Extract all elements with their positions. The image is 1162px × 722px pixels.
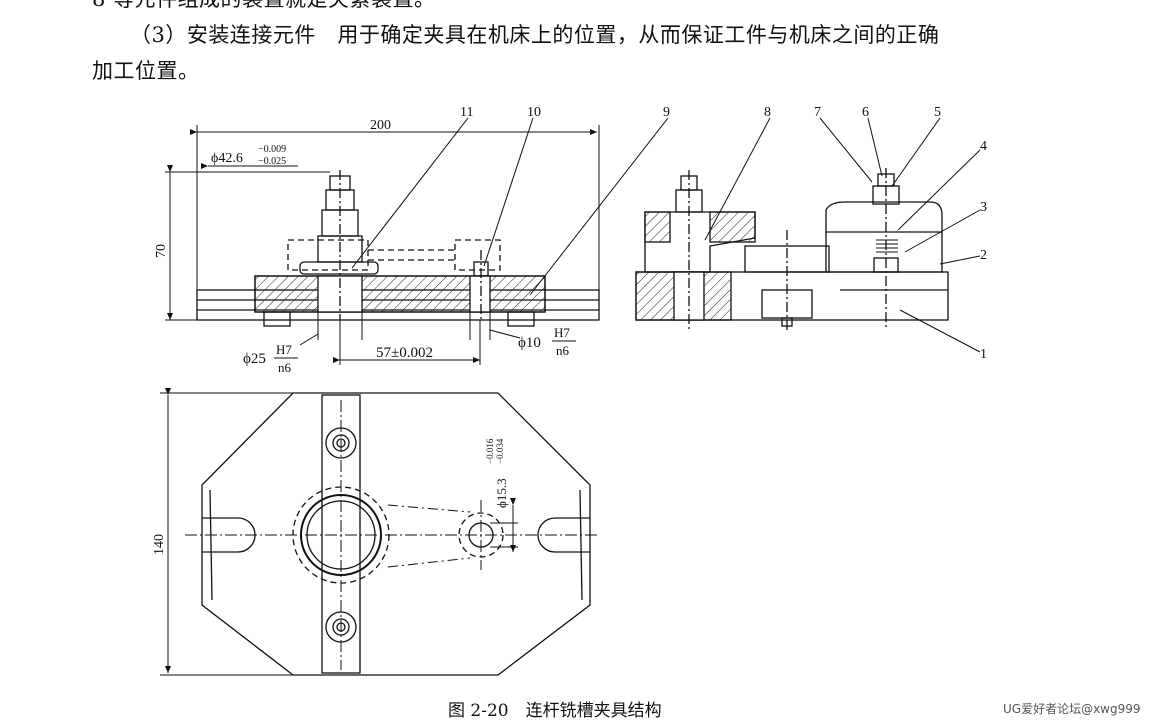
part-number-11: 11 [460,105,473,120]
part-number-9: 9 [663,105,670,120]
dim-hole-large-lower: −0.025 [258,156,286,167]
dim-slot-dia: ϕ15.3 [494,478,509,508]
dim-hole-large: ϕ42.6 [211,151,243,166]
part-number-8: 8 [764,105,771,120]
dim-slot-lower: −0.034 [495,438,505,464]
part-number-5: 5 [934,105,941,120]
dim-height: 70 [154,244,169,258]
dim-hole-large-upper: −0.009 [258,144,286,155]
part-number-2: 2 [980,248,987,263]
side-view [635,117,981,353]
front-view [165,117,669,365]
dim-width: 140 [152,534,167,555]
dim-slot-upper: −0.016 [485,438,495,464]
figure-caption: 图 2-20 连杆铣槽夹具结构 [448,701,662,721]
part-number-6: 6 [862,105,869,120]
dim-center-distance: 57±0.002 [376,345,433,361]
dim-pin-large-fit-shaft: n6 [278,360,292,375]
part-number-10: 10 [527,105,541,120]
paragraph-line-0: 8 等元件组成的装置就是夹紧装置。 [92,0,436,14]
part-number-3: 3 [980,200,987,215]
dim-pin-large: ϕ25 [243,351,266,367]
dim-pin-small-fit-hole: H7 [554,325,570,340]
part-number-1: 1 [980,347,987,362]
watermark: UG爱好者论坛@xwg999 [1003,702,1141,716]
paragraph-line-1: （3）安装连接元件 用于确定夹具在机床上的位置，从而保证工件与机床之间的正确 [130,23,940,47]
dim-pin-large-fit-hole: H7 [276,342,292,357]
dim-pin-small-fit-shaft: n6 [556,343,570,358]
part-number-7: 7 [814,105,821,120]
top-view [160,388,600,676]
paragraph-line-2: 加工位置。 [92,59,200,83]
dim-pin-small: ϕ10 [518,335,541,351]
dim-overall-length: 200 [370,118,391,133]
part-number-4: 4 [980,139,987,154]
